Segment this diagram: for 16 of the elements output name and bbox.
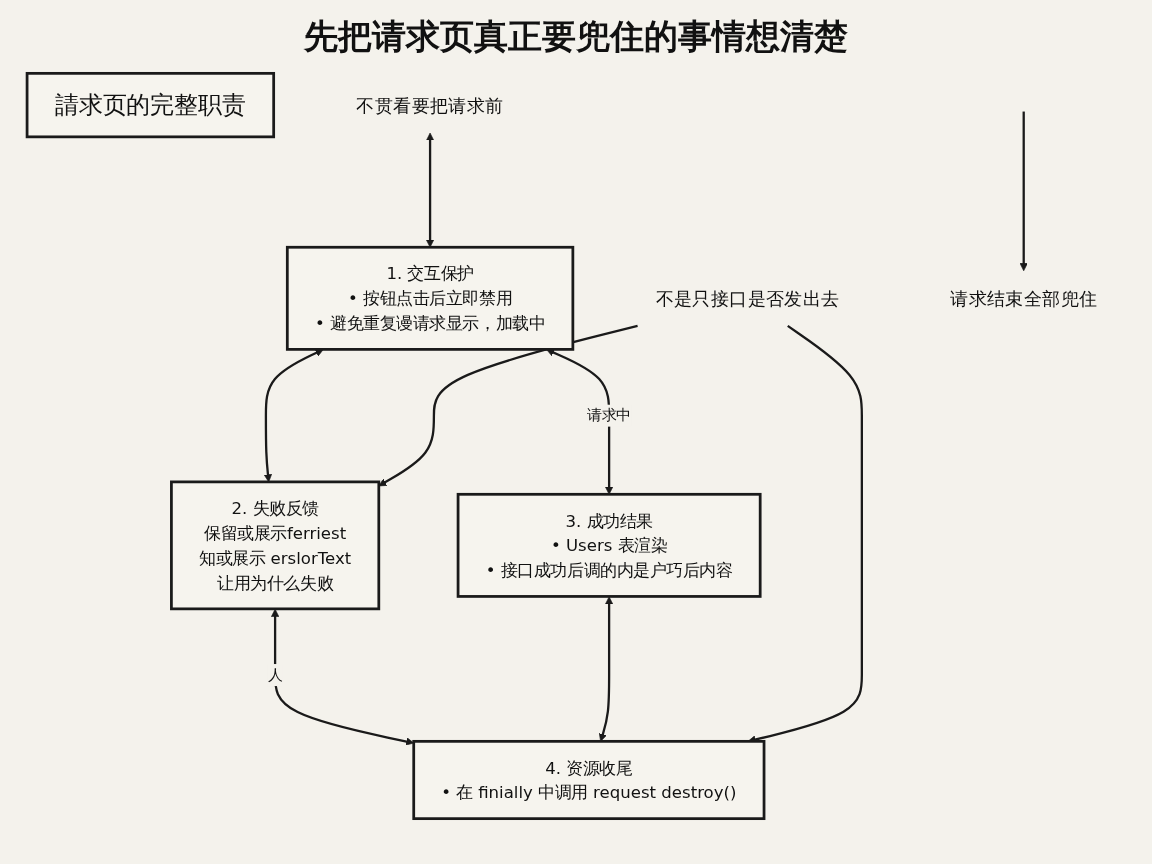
node-box: 2. 失败反馈 保留或展示ferriest 知或展示 erslorText 让用为什么失败 — [170, 480, 381, 611]
arrow — [378, 324, 638, 487]
edge-label: 人 — [267, 665, 283, 684]
node-box: 3. 成功结果 • Users 表渲染 • 接口成功后调的内是户巧后内容 — [456, 492, 762, 598]
node-box: 1. 交互保护 • 按钮点击后立即禁用 • 避免重复谩请求显示，加载中 — [285, 245, 575, 351]
node-text: 请求结束全部兜住 — [950, 287, 1098, 310]
node-text: 不贯看要把请求前 — [356, 94, 504, 117]
arrow — [271, 608, 415, 746]
title: 先把请求页真正要兜住的事情想清楚 — [303, 15, 849, 58]
arrow — [1019, 111, 1028, 272]
node-box: 請求页的完整职责 — [25, 72, 276, 139]
arrow — [426, 132, 435, 248]
node-box: 4. 资源收尾 • 在 finially 中调用 request destroy() — [412, 739, 766, 820]
arrow — [598, 596, 614, 742]
node-text: 不是只接口是否发出去 — [655, 287, 840, 310]
edge-label: 请求中 — [587, 406, 632, 424]
